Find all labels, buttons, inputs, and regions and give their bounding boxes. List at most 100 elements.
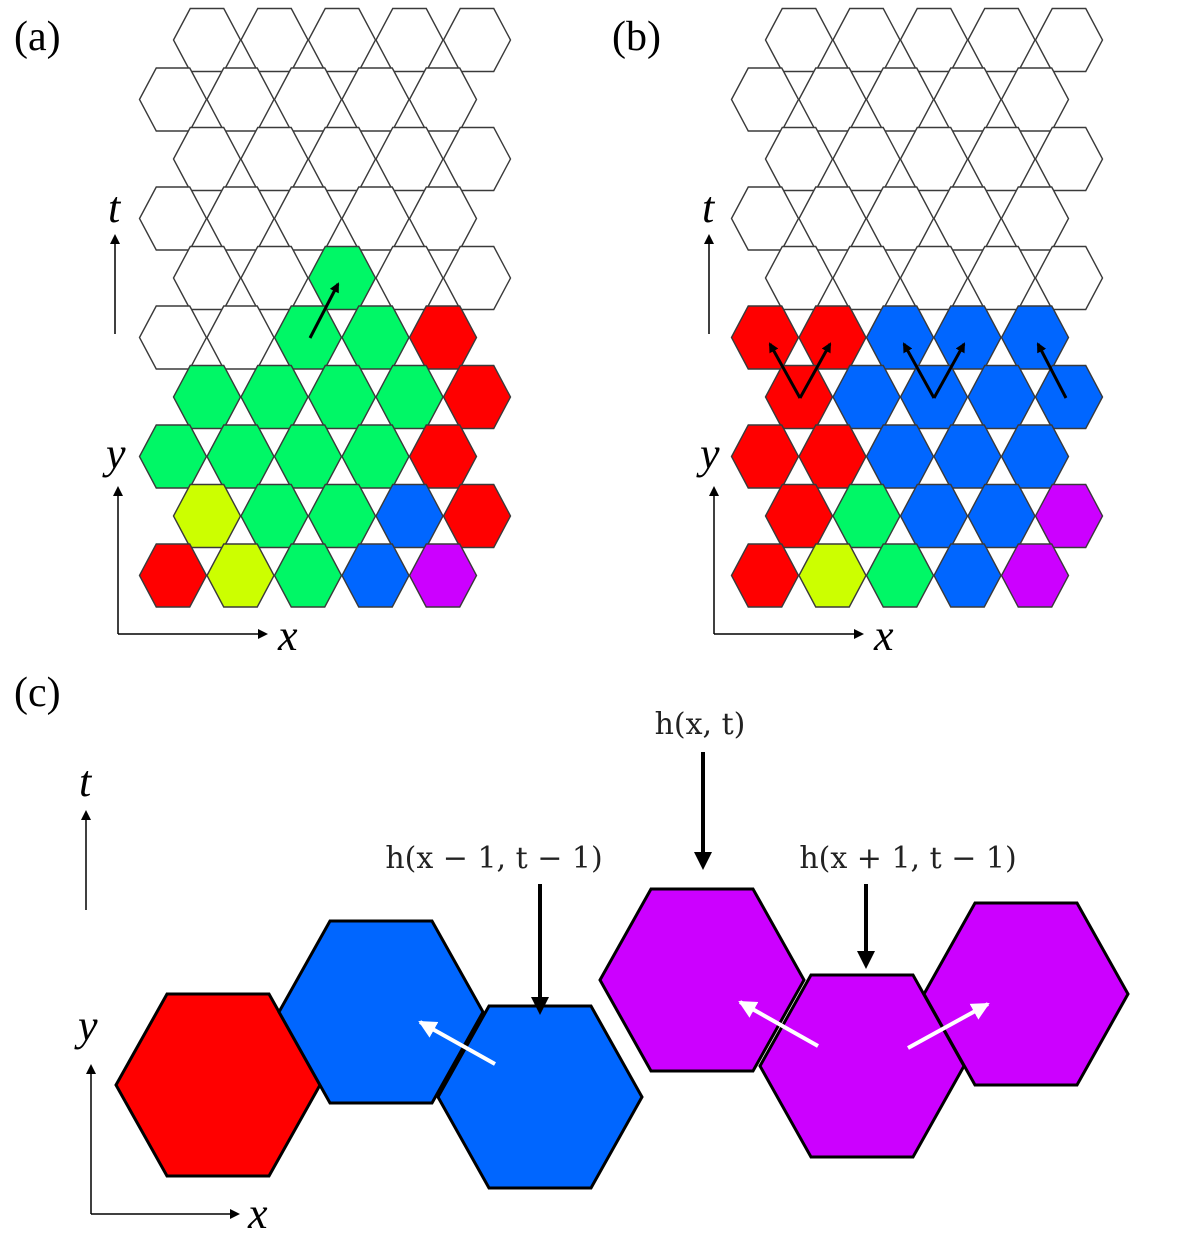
hex-cell-yellow xyxy=(172,483,242,549)
hex-cell-blue xyxy=(933,543,1002,608)
panel-b-label: (b) xyxy=(612,14,661,60)
growth-arrow xyxy=(738,1000,819,1048)
hex-cell-green xyxy=(240,483,309,549)
panel-a-hex-grid xyxy=(138,7,512,608)
panel-a-arrows xyxy=(308,282,340,339)
hex-cell-green xyxy=(307,483,377,549)
hex-cell-empty xyxy=(307,7,377,73)
panel-c-label: (c) xyxy=(14,670,61,716)
hex-cell-empty xyxy=(240,126,309,192)
hex-cell-blue xyxy=(375,483,444,549)
panel-a-axes: t y x xyxy=(102,183,298,660)
growth-arrow xyxy=(418,1020,496,1066)
y-axis-label: y xyxy=(102,429,126,478)
hex-cell-red xyxy=(730,543,800,608)
panel-c-white-arrows xyxy=(418,1000,990,1066)
hex-cell-green xyxy=(375,364,444,430)
hex-column-blue xyxy=(277,919,485,1105)
hex-cell-empty xyxy=(307,126,377,192)
hex-cell-empty xyxy=(764,126,834,192)
y-axis-label: y xyxy=(696,429,720,478)
hex-cell-empty xyxy=(375,7,444,73)
hex-cell-green xyxy=(138,424,208,489)
x-axis-label: x xyxy=(277,611,298,660)
x-axis-label: x xyxy=(873,611,894,660)
panel-a-label: (a) xyxy=(14,14,61,60)
hex-cell-red xyxy=(408,305,478,370)
h-center-label: h(x, t) xyxy=(655,707,746,742)
hex-cell-empty xyxy=(933,186,1002,251)
hex-cell-empty xyxy=(341,186,410,251)
hex-cell-empty xyxy=(764,7,834,73)
hex-cell-empty xyxy=(375,126,444,192)
hex-cell-empty xyxy=(442,126,512,192)
hex-cell-empty xyxy=(138,305,208,370)
hex-cell-blue xyxy=(832,364,901,430)
hex-cell-empty xyxy=(172,126,242,192)
hex-cell-blue xyxy=(967,364,1036,430)
hex-cell-blue xyxy=(933,305,1002,370)
hex-cell-empty xyxy=(730,186,800,251)
t-axis-label: t xyxy=(702,183,716,232)
hex-column-blue xyxy=(436,1004,644,1190)
hex-cell-blue xyxy=(899,483,969,549)
hex-cell-empty xyxy=(408,67,478,132)
hex-cell-purple xyxy=(1034,483,1104,549)
hex-cell-empty xyxy=(240,245,309,311)
hex-cell-yellow xyxy=(798,543,867,608)
hex-cell-empty xyxy=(240,7,309,73)
h-right-label: h(x + 1, t − 1) xyxy=(799,841,1016,876)
hex-cell-green xyxy=(273,424,343,489)
hex-cell-green xyxy=(206,424,275,489)
hex-cell-empty xyxy=(899,126,969,192)
hex-cell-empty xyxy=(865,186,935,251)
panel-a: (a) t y x xyxy=(14,7,512,660)
panel-c-axes: t y x xyxy=(74,757,268,1238)
t-axis-label: t xyxy=(79,757,93,806)
panel-c-height-annotations: h(x, t) h(x − 1, t − 1) h(x + 1, t − 1) xyxy=(385,707,1017,1015)
hex-cell-empty xyxy=(206,67,275,132)
x-axis-label: x xyxy=(247,1189,268,1238)
hex-cell-empty xyxy=(865,67,935,132)
hex-cell-empty xyxy=(764,245,834,311)
growth-arrow xyxy=(308,282,340,339)
hex-cell-empty xyxy=(967,7,1036,73)
hex-cell-purple xyxy=(1000,543,1070,608)
hex-cell-blue xyxy=(1034,364,1104,430)
hex-cell-green xyxy=(341,424,410,489)
panel-b-arrows xyxy=(768,342,1068,399)
hex-cell-empty xyxy=(442,245,512,311)
hex-cell-empty xyxy=(832,126,901,192)
panel-c: (c) h(x, t) h(x − 1, t − 1) h(x + 1, t −… xyxy=(14,670,1130,1238)
hex-cell-green xyxy=(832,483,901,549)
hex-cell-empty xyxy=(1034,7,1104,73)
hex-cell-empty xyxy=(273,67,343,132)
hex-cell-green xyxy=(865,543,935,608)
t-axis-label: t xyxy=(108,183,122,232)
hex-cell-empty xyxy=(273,186,343,251)
hex-cell-red xyxy=(730,305,800,370)
panel-b-hex-grid xyxy=(730,7,1104,608)
hex-cell-green xyxy=(307,245,377,311)
panel-c-hexes xyxy=(114,887,1130,1190)
hex-cell-empty xyxy=(172,245,242,311)
hex-cell-empty xyxy=(375,245,444,311)
hex-cell-empty xyxy=(1034,126,1104,192)
hex-cell-empty xyxy=(933,67,1002,132)
hex-cell-blue xyxy=(865,305,935,370)
hex-cell-empty xyxy=(899,245,969,311)
hex-cell-empty xyxy=(172,7,242,73)
hex-cell-empty xyxy=(730,67,800,132)
hex-cell-green xyxy=(240,364,309,430)
hex-cell-red xyxy=(764,483,834,549)
hex-cell-red xyxy=(442,364,512,430)
hex-cell-blue xyxy=(1000,424,1070,489)
hex-cell-blue xyxy=(341,543,410,608)
panel-b: (b) t y x xyxy=(612,7,1104,660)
hex-cell-empty xyxy=(832,245,901,311)
hex-cell-yellow xyxy=(206,543,275,608)
hex-cell-green xyxy=(172,364,242,430)
hex-cell-green xyxy=(341,305,410,370)
hex-cell-empty xyxy=(341,67,410,132)
